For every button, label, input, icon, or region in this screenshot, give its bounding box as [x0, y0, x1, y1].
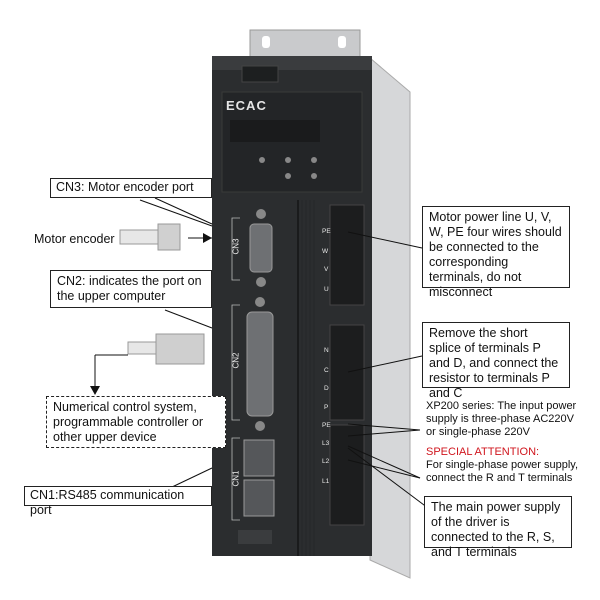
terminal-c: C [324, 367, 329, 374]
xp200-note: XP200 series: The input power supply is … [426, 400, 577, 438]
terminal-u: U [324, 286, 329, 293]
terminal-pe-bottom: PE [322, 422, 331, 429]
terminal-pe-top: PE [322, 228, 331, 235]
terminal-l2: L2 [322, 458, 330, 465]
cn1-callout: CN1:RS485 communication port [24, 486, 212, 517]
cn2-callout: CN2: indicates the port on the upper com… [50, 270, 212, 308]
terminal-n: N [324, 347, 329, 354]
upper-device-callout: Numerical control system, programmable c… [46, 396, 226, 448]
main-power-callout: The main power supply of the driver is c… [424, 496, 572, 559]
special-attention-body: For single-phase power supply, connect t… [426, 459, 579, 484]
terminal-l3: L3 [322, 440, 330, 447]
motor-encoder-label: Motor encoder [34, 232, 115, 246]
terminal-w: W [322, 248, 329, 255]
motor-power-callout: Motor power line U, V, W, PE four wires … [422, 206, 570, 299]
terminal-p: P [324, 404, 329, 411]
special-attention-title: SPECIAL ATTENTION: [426, 446, 540, 458]
terminal-v: V [324, 266, 329, 273]
cn1-tag: CN1 [231, 470, 241, 487]
brand-logo: ECAC [226, 98, 267, 113]
resistor-callout: Remove the short splice of terminals P a… [422, 322, 570, 400]
terminal-d: D [324, 385, 329, 392]
cn2-tag: CN2 [231, 352, 241, 369]
cn3-tag: CN3 [231, 238, 241, 255]
cn3-callout: CN3: Motor encoder port [50, 178, 212, 198]
terminal-l1: L1 [322, 478, 330, 485]
